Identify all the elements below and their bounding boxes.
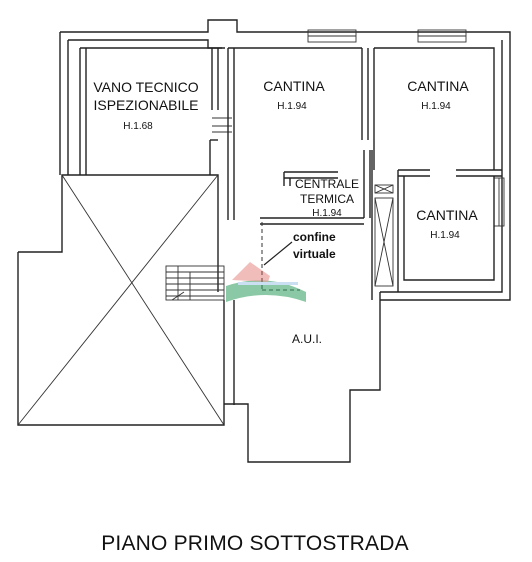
cantina-3-height: H.1.94 [430,230,460,241]
cantina-1-walls [227,47,369,220]
plan-caption: PIANO PRIMO SOTTOSTRADA [101,532,409,555]
cantina-2-name: CANTINA [407,78,469,94]
centrale-termica-walls [260,150,371,225]
outer-walls [59,19,511,301]
windows [307,29,505,227]
centrale-termica-name-line1: CENTRALE [295,177,359,191]
centrale-termica-height: H.1.94 [312,208,342,219]
vano-tecnico-name-line2: ISPEZIONABILE [93,97,198,113]
cantina-3-name: CANTINA [416,207,478,223]
vano-tecnico-height: H.1.68 [123,121,153,132]
confine-label-line1: confine [293,230,336,244]
service-shaft [374,184,394,287]
vano-tecnico-name-line1: VANO TECNICO [93,79,198,95]
stairs [165,265,225,301]
confine-label-line2: virtuale [293,247,336,261]
aui-name: A.U.I. [292,332,322,346]
cantina-3-walls [397,169,495,292]
cantina-2-walls [373,47,502,177]
ramp-void [17,174,225,426]
cantina-1-name: CANTINA [263,78,325,94]
watermark-logo [226,262,306,302]
cantina-2-height: H.1.94 [421,101,451,112]
aui-walls [224,150,381,463]
centrale-termica-name-line2: TERMICA [300,192,354,206]
vano-tecnico-walls [79,47,232,175]
cantina-1-height: H.1.94 [277,101,307,112]
